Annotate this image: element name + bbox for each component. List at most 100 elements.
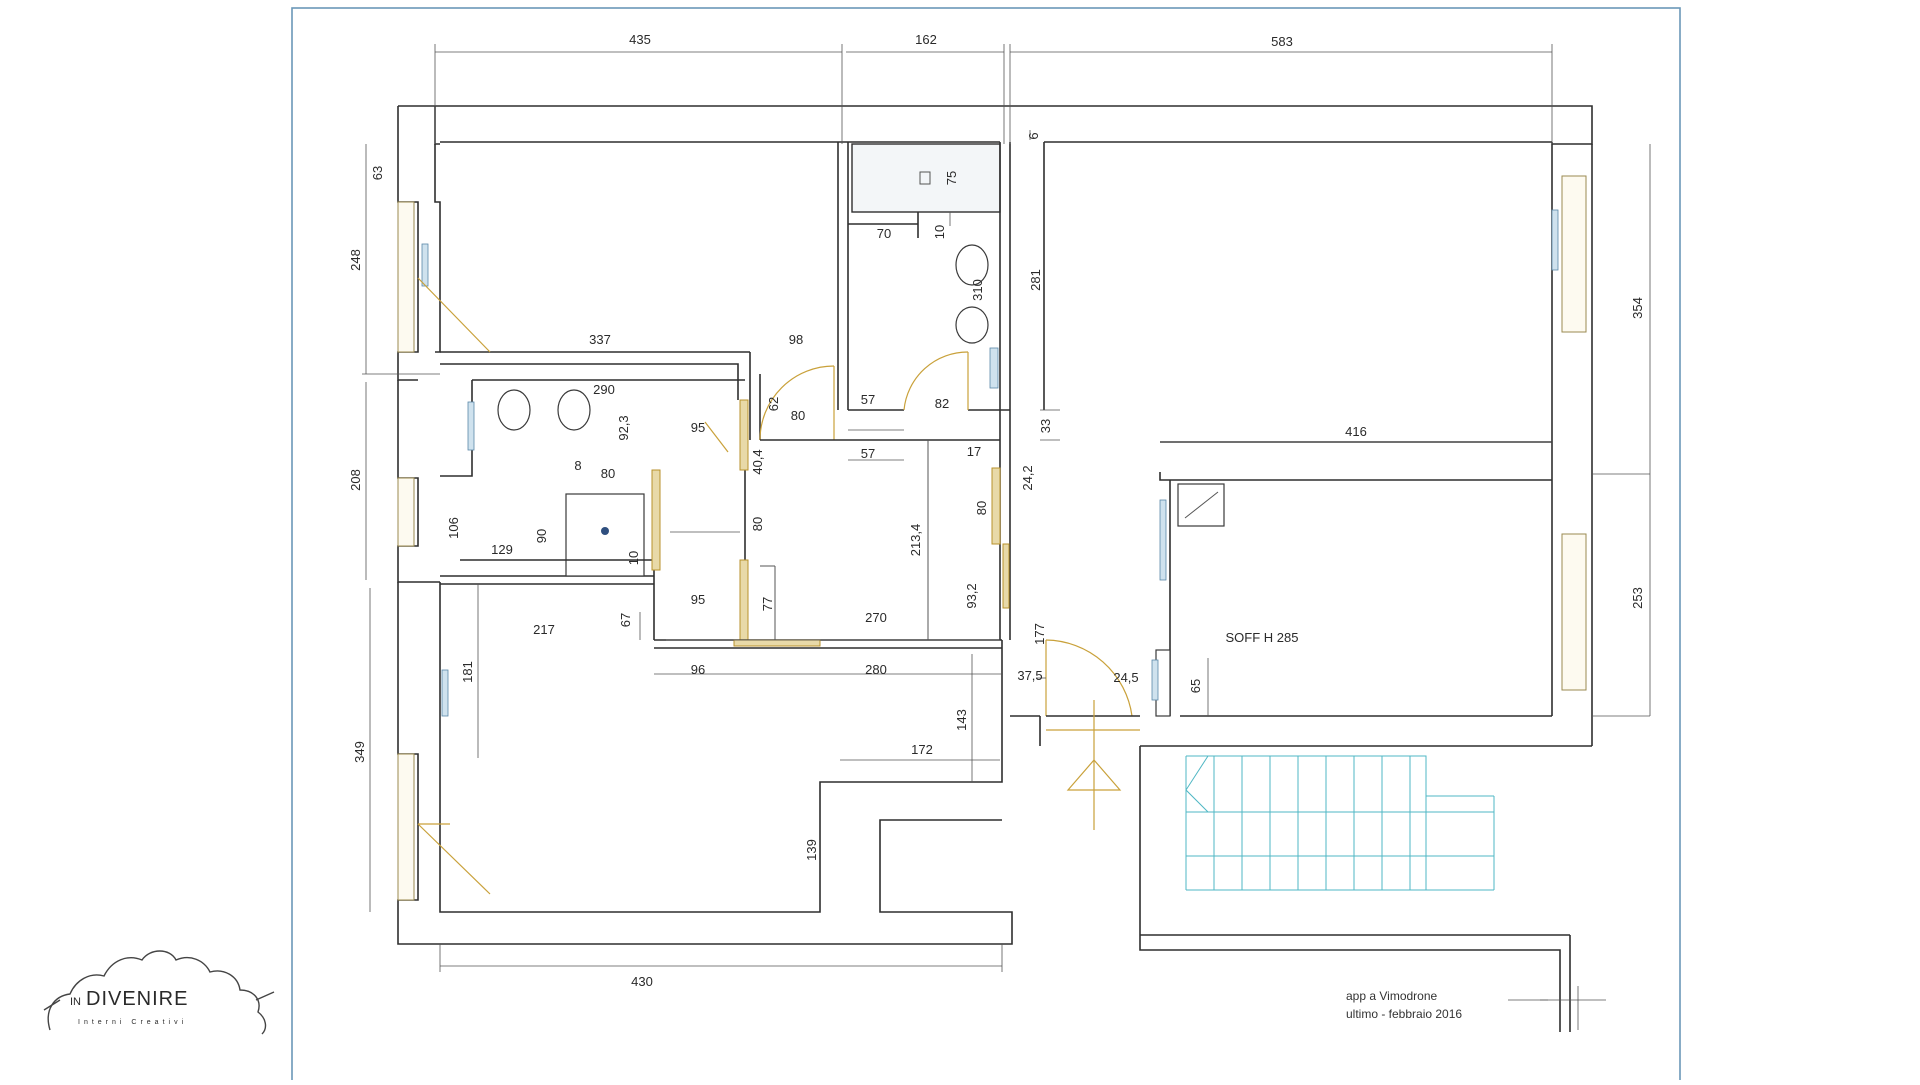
window-bedroom1-swing [417, 277, 491, 353]
wall-bathroom1 [440, 380, 473, 477]
dim-80-door: 80 [791, 408, 805, 423]
window-kitchen-glass [1159, 499, 1167, 581]
bathroom1-door [651, 469, 661, 571]
dim-24-5: 24,5 [1113, 670, 1138, 685]
brand-logo: IN DIVENIRE Interni Creativi [43, 950, 275, 1035]
dim-416: 416 [1345, 424, 1367, 439]
dim-139: 139 [804, 839, 819, 861]
wall-left-inner-low [439, 582, 1003, 913]
dim-181: 181 [460, 661, 475, 683]
dim-80-right: 80 [974, 501, 989, 515]
dim-top-162: 162 [915, 32, 937, 47]
dim-8: 8 [574, 458, 581, 473]
bathroom2-door-swing [903, 351, 969, 411]
window-living-swing [417, 823, 491, 895]
window-kitchen-right [1561, 533, 1587, 691]
dim-143: 143 [954, 709, 969, 731]
dim-24-2: 24,2 [1020, 465, 1035, 490]
dim-172: 172 [911, 742, 933, 757]
bidet-icon [955, 306, 989, 344]
kitchen-hood-diagonal [1184, 491, 1219, 519]
sliding-door-left-2 [739, 559, 749, 641]
bathtub-drain-icon [919, 171, 931, 185]
logo-tagline: Interni Creativi [78, 1019, 187, 1026]
bathroom1-door-swing [704, 421, 729, 453]
dim-80-shower: 80 [601, 466, 615, 481]
dim-37-5: 37,5 [1017, 668, 1042, 683]
dim-left-248: 248 [348, 249, 363, 271]
caption-line-2: ultimo - febbraio 2016 [1346, 1007, 1462, 1021]
wall-kitchen-top [1159, 472, 1552, 481]
dim-280: 280 [865, 662, 887, 677]
shower-drain-icon [601, 527, 609, 535]
dimension-lines [362, 44, 1651, 1030]
bathtub [851, 143, 1001, 213]
dim-98: 98 [789, 332, 803, 347]
wall-top [398, 105, 1593, 145]
dim-17: 17 [967, 444, 981, 459]
dim-57-top: 57 [861, 392, 875, 407]
dim-77: 77 [760, 597, 775, 611]
logo-prefix: IN [70, 996, 81, 1008]
dim-95-top: 95 [691, 420, 705, 435]
window-living-right [1561, 175, 1587, 333]
corridor-door-swing [759, 365, 835, 441]
dim-106: 106 [446, 517, 461, 539]
dim-6: 6 [1026, 132, 1041, 139]
dim-217: 217 [533, 622, 555, 637]
logo-cloud-outline [47, 950, 267, 1035]
dim-top-583: 583 [1271, 34, 1293, 49]
window-kitchen-glass-2 [1151, 659, 1159, 701]
wall-left-inner-top [434, 144, 441, 353]
dim-281: 281 [1028, 269, 1043, 291]
staircase [1185, 755, 1495, 891]
window-bedroom1-glass [421, 243, 429, 287]
dim-430: 430 [631, 974, 653, 989]
dim-90: 90 [534, 529, 549, 543]
wall-left-low [397, 582, 1013, 945]
wall-stair-bottom [1139, 746, 1561, 1032]
dim-65: 65 [1188, 679, 1203, 693]
dim-129: 129 [491, 542, 513, 557]
shower-icon [565, 493, 645, 577]
dim-177: 177 [1032, 623, 1047, 645]
window-living-right-glass [1551, 209, 1559, 271]
window-bathroom1-glass [467, 401, 475, 451]
dim-right-354: 354 [1630, 297, 1645, 319]
dim-75: 75 [944, 171, 959, 185]
ceiling-height-label: SOFF H 285 [1226, 630, 1299, 645]
dim-33: 33 [1038, 419, 1053, 433]
logo-wordmark: DIVENIRE [86, 988, 188, 1010]
dim-left-349: 349 [352, 741, 367, 763]
dim-left-208: 208 [348, 469, 363, 491]
sliding-door-bottom [733, 639, 821, 647]
sliding-door-right-2 [991, 467, 1001, 545]
dim-93-2: 93,2 [964, 583, 979, 608]
dim-10-shower: 10 [626, 551, 641, 565]
sliding-door-left [739, 399, 749, 471]
dim-337: 337 [589, 332, 611, 347]
dim-57-bottom: 57 [861, 446, 875, 461]
bathroom1-bidet-icon [557, 389, 591, 431]
bathroom2-window [989, 347, 999, 389]
dim-96: 96 [691, 662, 705, 677]
dim-95-bottom: 95 [691, 592, 705, 607]
window-bedroom1 [397, 201, 415, 353]
wall-bedroom1-bottom [440, 363, 739, 400]
dim-62: 62 [766, 397, 781, 411]
dim-82: 82 [935, 396, 949, 411]
entry-door-swing [1045, 639, 1133, 717]
logo-flourish-left [43, 999, 61, 1011]
sliding-door-right [1002, 543, 1010, 609]
dim-92-3: 92,3 [616, 415, 631, 440]
dim-80-corridor: 80 [750, 517, 765, 531]
dim-40-4: 40,4 [750, 449, 765, 474]
dim-67: 67 [618, 613, 633, 627]
caption-line-1: app a Vimodrone [1346, 989, 1438, 1003]
window-living-glass [441, 669, 449, 717]
dim-right-253: 253 [1630, 587, 1645, 609]
dim-left-63: 63 [370, 166, 385, 180]
window-bathroom1 [397, 477, 415, 547]
